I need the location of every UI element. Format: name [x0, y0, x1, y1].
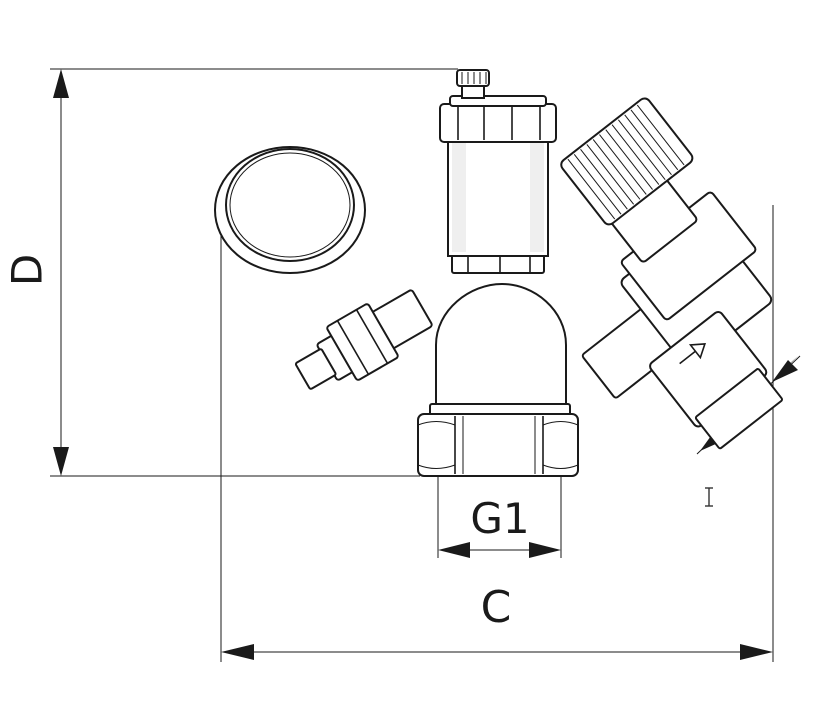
text-cursor-icon [705, 487, 713, 507]
dimension-d: D [3, 68, 458, 477]
knurled-cap [560, 97, 694, 226]
relief-valve [560, 97, 783, 450]
dimension-c: C [220, 205, 774, 662]
dimension-d-label: D [3, 254, 52, 286]
dimension-g1-label: G1 [470, 494, 529, 543]
pressure-gauge [214, 146, 433, 390]
hex-nut [417, 413, 579, 477]
air-vent [439, 69, 557, 274]
dimension-c-label: C [481, 582, 512, 633]
dimension-g1: G1 [437, 476, 562, 558]
valve-body [429, 282, 571, 417]
